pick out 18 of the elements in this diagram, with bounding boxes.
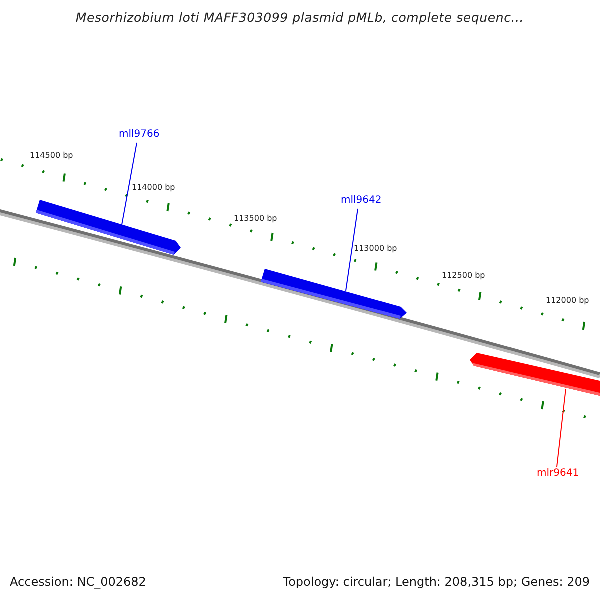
tick-label: 114500 bp	[30, 151, 74, 160]
leader-line	[122, 142, 138, 226]
title: Mesorhizobium loti MAFF303099 plasmid pMLb, complete sequenc...	[74, 10, 526, 25]
tick-label: 112000 bp	[546, 296, 590, 305]
gene-label: mlr9641	[537, 468, 580, 479]
tick-label: 112500 bp	[442, 271, 486, 280]
gene-arrow	[261, 269, 407, 319]
tick-label: 114000 bp	[132, 183, 176, 192]
leader-line	[556, 388, 566, 468]
gene-arrow	[36, 200, 181, 255]
tick-label: 113500 bp	[234, 214, 278, 223]
leader-line	[346, 208, 358, 292]
gene-arrow	[470, 353, 600, 396]
footer-text: Topology: circular; Length: 208,315 bp; Genes: 209	[283, 575, 590, 589]
footer-text: Accession: NC_002682	[10, 575, 146, 589]
gene-label: mll9766	[119, 129, 160, 140]
gene-label: mll9642	[341, 195, 382, 206]
tick-label: 113000 bp	[354, 244, 398, 253]
